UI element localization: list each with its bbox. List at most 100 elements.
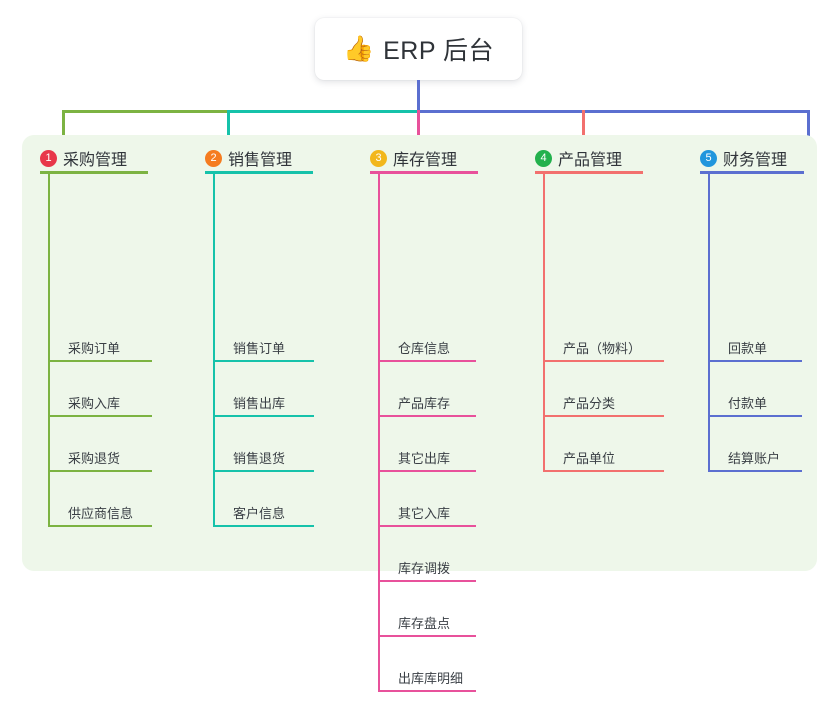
- branch-header-underline: [535, 171, 643, 174]
- leaf-stub: [378, 690, 392, 692]
- branch-drop-4: [582, 110, 585, 148]
- branch-header-2[interactable]: 2 销售管理: [205, 146, 292, 170]
- leaf-label: 出库库明细: [398, 671, 464, 686]
- leaf-stub: [543, 360, 557, 362]
- branch-number-badge: 3: [370, 149, 387, 167]
- leaf-label: 付款单: [728, 396, 768, 411]
- leaf-stub: [213, 470, 227, 472]
- leaf-stub: [213, 415, 227, 417]
- leaf-node[interactable]: 回款单: [708, 336, 802, 362]
- leaf-label: 仓库信息: [398, 341, 451, 356]
- leaf-node[interactable]: 产品分类: [543, 391, 664, 417]
- branches-panel: [22, 135, 817, 571]
- branch-title: 采购管理: [63, 152, 128, 169]
- leaf-underline: [557, 415, 664, 417]
- leaf-underline: [392, 580, 476, 582]
- leaf-node[interactable]: 库存调拨: [378, 556, 476, 582]
- leaf-node[interactable]: 结算账户: [708, 446, 802, 472]
- leaf-stub: [213, 525, 227, 527]
- branch-spine: [48, 173, 50, 527]
- bus-segment-3: [417, 110, 807, 113]
- trunk-connector: [417, 80, 420, 112]
- leaf-stub: [378, 525, 392, 527]
- leaf-stub: [378, 415, 392, 417]
- leaf-label: 库存调拨: [398, 561, 451, 576]
- branch-column-1: 1 采购管理 采购订单 采购入库: [40, 135, 188, 537]
- leaf-stub: [48, 470, 62, 472]
- leaf-stub: [708, 415, 722, 417]
- leaf-node[interactable]: 销售出库: [213, 391, 314, 417]
- leaf-label: 其它出库: [398, 451, 451, 466]
- root-node-title: ERP 后台: [383, 37, 495, 65]
- branch-number-badge: 2: [205, 149, 222, 167]
- root-node[interactable]: 👍 ERP 后台: [315, 18, 522, 80]
- branch-spine: [543, 173, 545, 472]
- leaf-node[interactable]: 采购入库: [48, 391, 152, 417]
- leaf-node[interactable]: 其它入库: [378, 501, 476, 527]
- leaf-node[interactable]: 库存盘点: [378, 611, 476, 637]
- leaf-underline: [227, 415, 314, 417]
- leaf-node[interactable]: 采购订单: [48, 336, 152, 362]
- branch-drop-1: [62, 110, 65, 148]
- leaf-stub: [543, 415, 557, 417]
- leaf-label: 销售退货: [233, 451, 286, 466]
- leaf-node[interactable]: 采购退货: [48, 446, 152, 472]
- branch-title: 财务管理: [723, 152, 788, 169]
- branch-number-badge: 1: [40, 149, 57, 167]
- leaf-label: 产品（物料）: [563, 341, 642, 356]
- leaf-label: 库存盘点: [398, 616, 451, 631]
- leaf-node[interactable]: 其它出库: [378, 446, 476, 472]
- leaf-node[interactable]: 客户信息: [213, 501, 314, 527]
- branch-header-1[interactable]: 1 采购管理: [40, 146, 127, 170]
- leaf-stub: [48, 360, 62, 362]
- leaf-underline: [392, 470, 476, 472]
- leaf-stub: [378, 360, 392, 362]
- leaf-label: 结算账户: [728, 451, 781, 466]
- leaf-underline: [557, 470, 664, 472]
- leaf-node[interactable]: 产品单位: [543, 446, 664, 472]
- leaf-node[interactable]: 产品库存: [378, 391, 476, 417]
- leaf-stub: [708, 360, 722, 362]
- leaf-label: 销售出库: [233, 396, 286, 411]
- leaf-underline: [62, 415, 152, 417]
- branch-header-4[interactable]: 4 产品管理: [535, 146, 622, 170]
- leaf-label: 产品单位: [563, 451, 616, 466]
- leaf-label: 采购入库: [68, 396, 121, 411]
- branch-title: 产品管理: [558, 152, 623, 169]
- leaf-stub: [48, 525, 62, 527]
- leaf-underline: [227, 360, 314, 362]
- branch-header-underline: [40, 171, 148, 174]
- branch-drop-2: [227, 110, 230, 148]
- leaf-node[interactable]: 出库库明细: [378, 666, 476, 692]
- branch-header-underline: [370, 171, 478, 174]
- branch-spine: [378, 173, 380, 692]
- branch-header-5[interactable]: 5 财务管理: [700, 146, 787, 170]
- leaf-node[interactable]: 产品（物料）: [543, 336, 664, 362]
- mindmap-canvas: 👍 ERP 后台 1 采购管理 采购订单 采购: [22, 18, 839, 692]
- leaf-underline: [392, 415, 476, 417]
- leaf-label: 供应商信息: [68, 506, 134, 521]
- bus-segment-2: [227, 110, 420, 113]
- leaf-node[interactable]: 供应商信息: [48, 501, 152, 527]
- leaf-node[interactable]: 销售退货: [213, 446, 314, 472]
- leaf-underline: [392, 635, 476, 637]
- leaf-label: 采购订单: [68, 341, 121, 356]
- leaf-underline: [227, 470, 314, 472]
- leaf-underline: [392, 525, 476, 527]
- leaf-underline: [722, 470, 802, 472]
- branch-header-3[interactable]: 3 库存管理: [370, 146, 457, 170]
- leaf-node[interactable]: 仓库信息: [378, 336, 476, 362]
- leaf-stub: [378, 470, 392, 472]
- branch-spine: [213, 173, 215, 527]
- leaf-label: 销售订单: [233, 341, 286, 356]
- leaf-stub: [378, 635, 392, 637]
- leaf-underline: [722, 415, 802, 417]
- leaf-node[interactable]: 销售订单: [213, 336, 314, 362]
- leaf-underline: [227, 525, 314, 527]
- leaf-label: 回款单: [728, 341, 768, 356]
- leaf-node[interactable]: 付款单: [708, 391, 802, 417]
- branch-column-2: 2 销售管理 销售订单 销售出库: [205, 135, 353, 537]
- branch-column-5: 5 财务管理 回款单 付款单: [700, 135, 839, 482]
- leaf-label: 产品库存: [398, 396, 451, 411]
- leaf-underline: [392, 690, 476, 692]
